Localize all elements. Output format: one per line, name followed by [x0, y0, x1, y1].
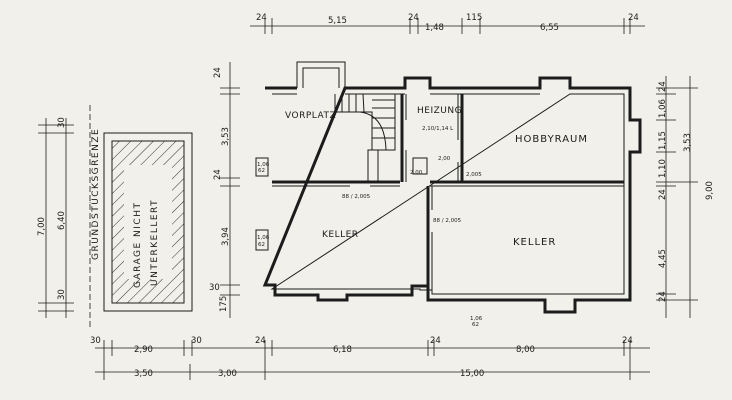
- dim-left-1: 24: [213, 67, 223, 78]
- dim-bottom-4: 24: [255, 336, 266, 346]
- garage: GARAGE NICHT UNTERKELLERT: [103, 132, 193, 312]
- dim-top-3: 24: [408, 13, 419, 23]
- dim-bottom-2: 2,90: [134, 345, 153, 355]
- window-code-bottom-2: 62: [258, 242, 265, 248]
- dim-left-3: 24: [213, 169, 223, 180]
- top-dimension-line: 24 5,15 24 1,48 115 6,55 24: [250, 13, 645, 34]
- building-walls: [255, 61, 642, 314]
- room-hobbyraum: HOBBYRAUM: [515, 134, 588, 145]
- dim-top-6: 6,55: [540, 23, 559, 33]
- dim-bottom-1: 30: [90, 336, 101, 346]
- dim-right-2: 1,06: [658, 99, 668, 118]
- dim-right-6: 24: [658, 189, 668, 200]
- opening-note-1: 2,00: [410, 170, 423, 176]
- opening-note-2: 2,00: [438, 156, 451, 162]
- dim-bottom-total-3: 15,00: [460, 369, 484, 379]
- window-code-bottom-1: 62: [258, 168, 265, 174]
- window-code-top-3: 1,06: [470, 316, 483, 322]
- dim-right-7: 4,45: [658, 249, 668, 268]
- dim-left-2: 3,53: [221, 127, 231, 146]
- boundary-label: GRUNDSTÜCKSGRENZE: [90, 128, 101, 260]
- dim-bottom-8: 24: [622, 336, 633, 346]
- room-keller-right: KELLER: [513, 237, 556, 248]
- dim-garage-3: 30: [57, 289, 67, 300]
- garage-label-2: UNTERKELLERT: [150, 199, 160, 286]
- window-code-top-1: 1,06: [257, 162, 270, 168]
- dim-right-total: 9,00: [705, 181, 715, 200]
- staircase: [334, 93, 396, 183]
- dim-top-5: 115: [466, 13, 482, 23]
- dim-bottom-7: 8,00: [516, 345, 535, 355]
- dim-top-7: 24: [628, 13, 639, 23]
- dim-bottom-5: 6,18: [333, 345, 352, 355]
- keller-right-door-note: 88 / 2,005: [433, 218, 462, 224]
- dim-top-2: 5,15: [328, 16, 347, 26]
- dim-garage-2: 6,40: [57, 211, 67, 230]
- dim-bottom-total-1: 3,50: [134, 369, 153, 379]
- dim-right-8: 24: [658, 291, 668, 302]
- dim-bottom-total-2: 3,00: [218, 369, 237, 379]
- dim-left-5: 30: [209, 283, 220, 293]
- dim-right-5: 1,10: [658, 159, 668, 178]
- room-vorplatz: VORPLATZ: [285, 111, 336, 121]
- dim-garage-total: 7,00: [37, 217, 47, 236]
- dim-top-1: 24: [256, 13, 267, 23]
- bottom-dimension-lines: 30 2,90 30 24 6,18 24 8,00 24 3,50 3,00 …: [90, 336, 650, 380]
- keller-left-door-note: 88 / 2,005: [342, 194, 371, 200]
- garage-outline: [103, 132, 193, 312]
- dim-right-3: 1,15: [658, 131, 668, 150]
- room-keller-left: KELLER: [322, 230, 359, 240]
- window-code-bottom-3: 62: [472, 322, 479, 328]
- dim-top-4: 1,48: [425, 23, 444, 33]
- window-code-top-2: 1,06: [257, 235, 270, 241]
- garage-label-1: GARAGE NICHT: [133, 202, 143, 288]
- left-dimension-lines: 24 3,53 24 3,94 30 175 30 6,40 30 7,00: [37, 62, 240, 318]
- dim-bottom-3: 30: [191, 336, 202, 346]
- dim-bottom-6: 24: [430, 336, 441, 346]
- heizung-door-note: 2,10/1,14 L: [422, 126, 454, 132]
- dim-left-4: 3,94: [221, 227, 231, 246]
- dim-left-6: 175: [219, 296, 229, 312]
- dim-right-4: 3,53: [683, 133, 693, 152]
- opening-note-3: 2,005: [466, 172, 482, 178]
- room-heizung: HEIZUNG: [417, 106, 462, 116]
- right-dimension-lines: 24 1,06 1,15 3,53 1,10 24 4,45 24 9,00: [656, 76, 715, 318]
- dim-right-1: 24: [658, 81, 668, 92]
- dim-garage-1: 30: [57, 117, 67, 128]
